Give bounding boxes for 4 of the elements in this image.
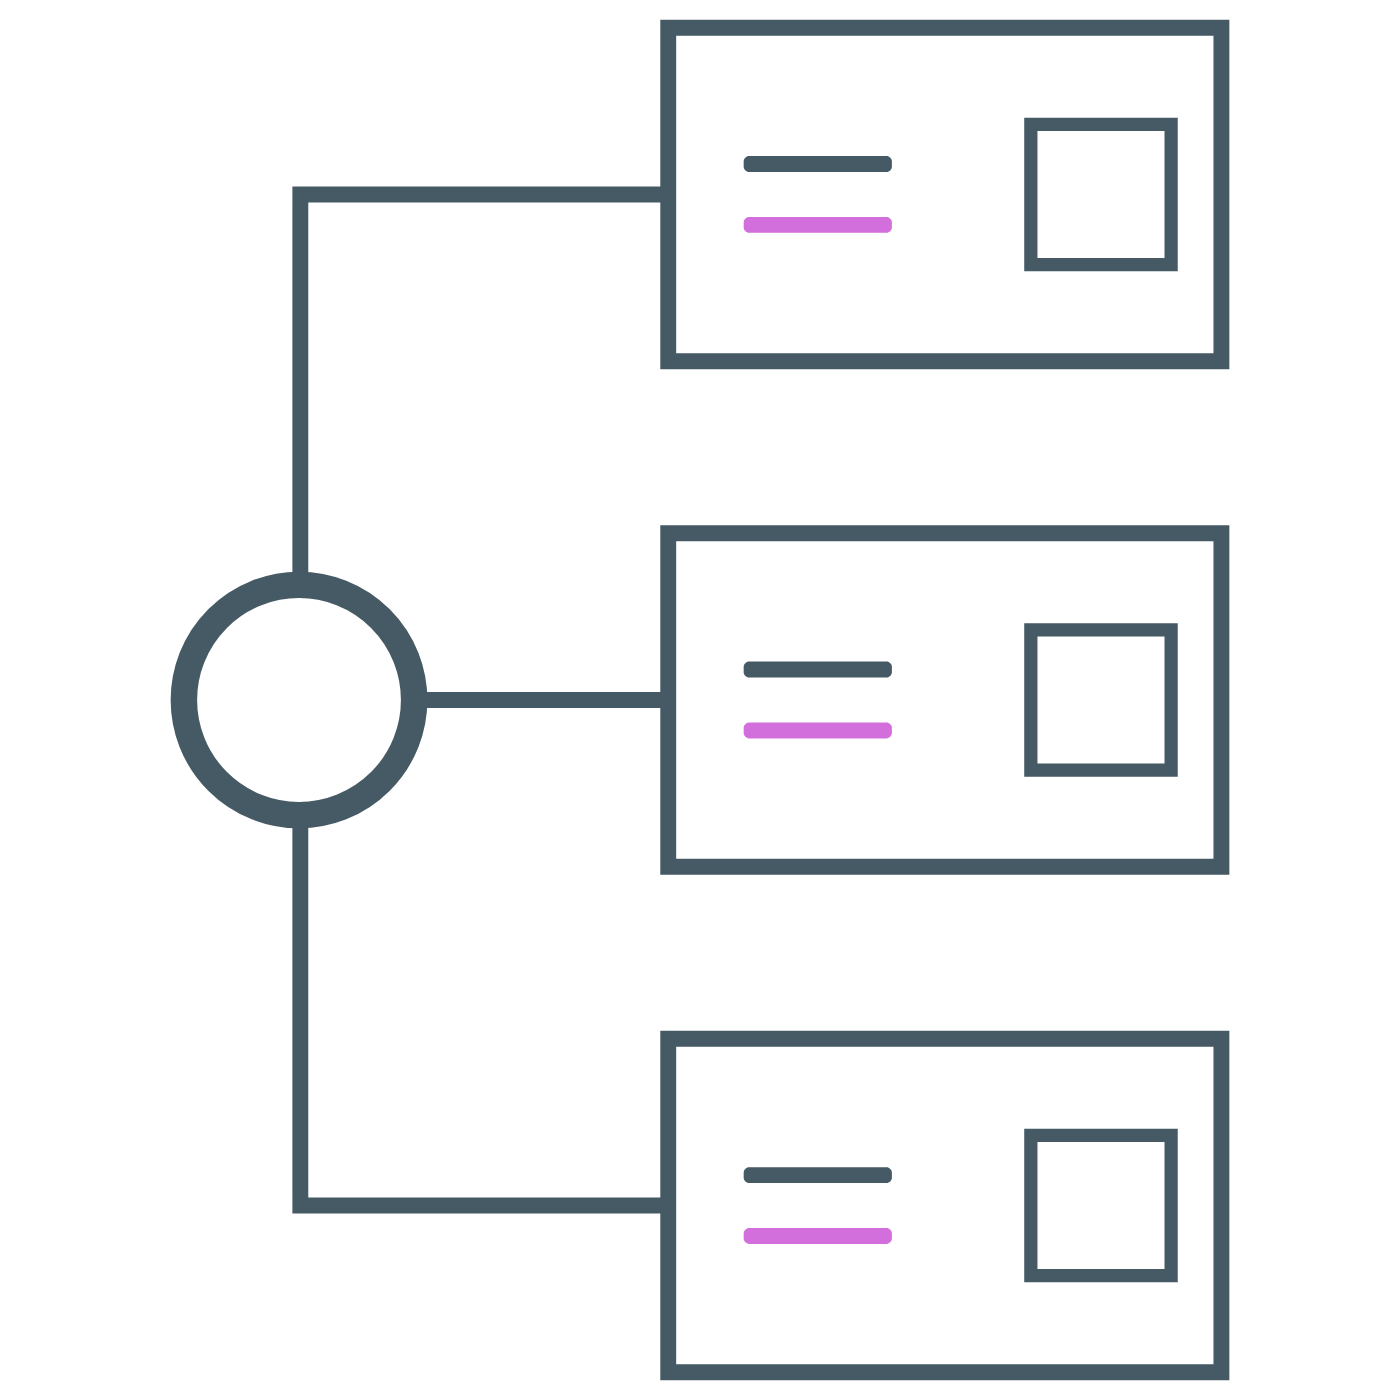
node-box	[660, 525, 1230, 875]
node-gear	[170, 571, 428, 829]
node-box	[660, 19, 1230, 370]
node-box	[660, 1030, 1230, 1381]
